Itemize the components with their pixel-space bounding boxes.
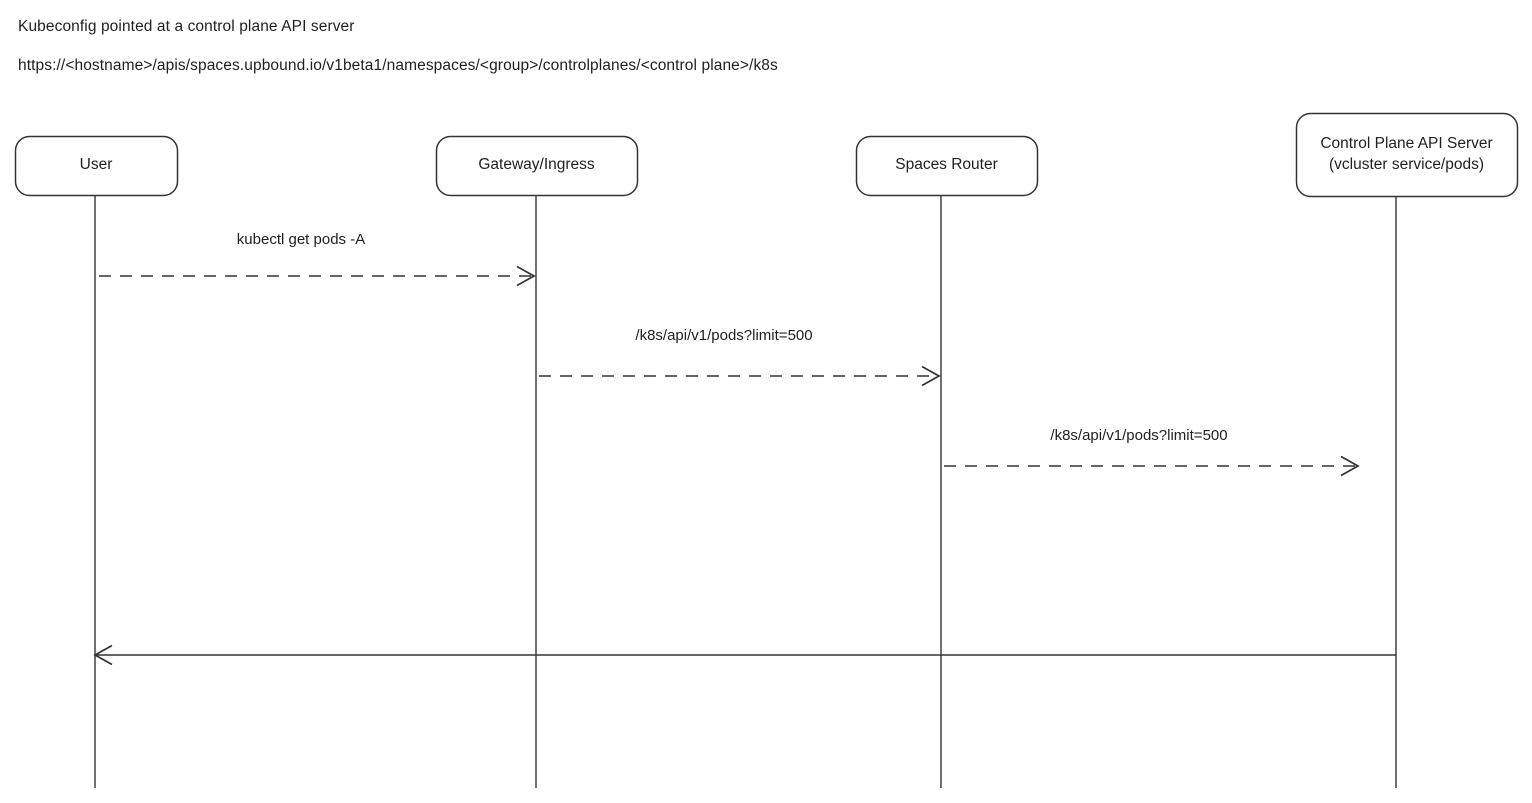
message-arrowhead-msg-2 <box>921 365 941 387</box>
participant-box-control-plane-api-server[interactable] <box>1295 112 1519 198</box>
message-arrowhead-msg-3 <box>1340 455 1360 477</box>
message-label-router-to-control-plane: /k8s/api/v1/pods?limit=500 <box>1050 427 1228 444</box>
message-msg-3 <box>944 455 1360 477</box>
message-label-gateway-to-router: /k8s/api/v1/pods?limit=500 <box>635 327 813 344</box>
participant-box-user[interactable] <box>14 135 179 197</box>
message-label-kubectl-get-pods: kubectl get pods -A <box>236 231 366 248</box>
message-msg-2 <box>539 365 941 387</box>
participant-box-spaces-router[interactable] <box>855 135 1039 197</box>
page-title: Kubeconfig pointed at a control plane AP… <box>18 18 355 35</box>
message-msg-4 <box>93 644 1396 666</box>
participant-box-gateway[interactable] <box>435 135 639 197</box>
message-msg-1 <box>99 265 536 287</box>
kubeconfig-url-text: https://<hostname>/apis/spaces.upbound.i… <box>18 57 778 74</box>
message-arrowhead-msg-4 <box>93 644 113 666</box>
message-arrowhead-msg-1 <box>516 265 536 287</box>
